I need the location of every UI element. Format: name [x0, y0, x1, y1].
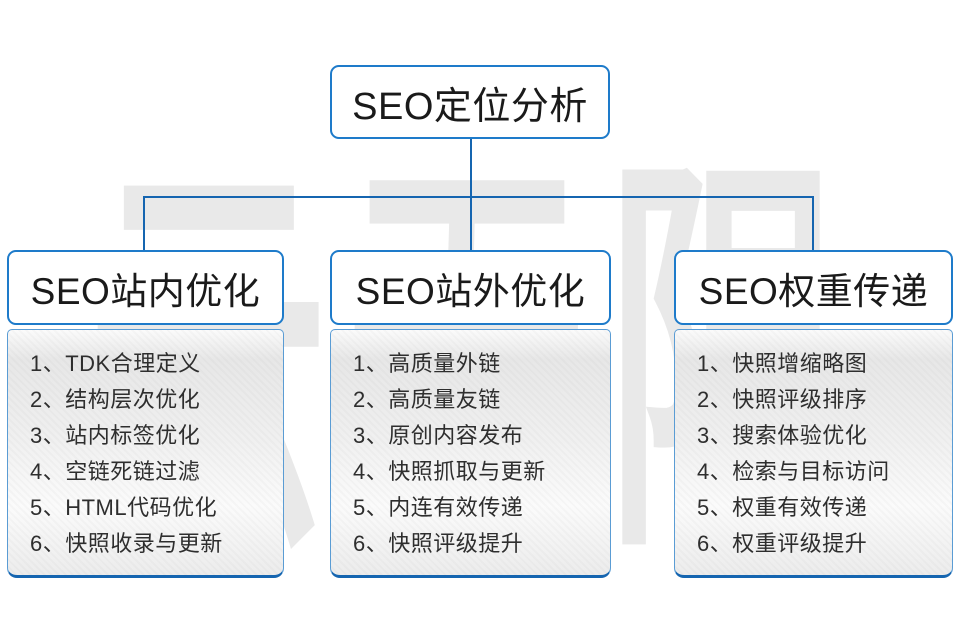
header-label: SEO站外优化	[355, 270, 586, 312]
list-item: 5、权重有效传递	[697, 495, 868, 520]
list-item: 2、结构层次优化	[30, 387, 201, 412]
list-item: 2、快照评级排序	[697, 387, 868, 412]
header-label: SEO权重传递	[698, 270, 929, 312]
connector-root-drop	[470, 139, 472, 197]
list-item: 5、HTML代码优化	[30, 495, 218, 520]
root-node-seo-positioning-analysis: SEO定位分析	[330, 65, 610, 139]
header-node-offsite-optimization: SEO站外优化	[330, 250, 611, 325]
list-item: 2、高质量友链	[353, 387, 501, 412]
panel-onsite-optimization: 1、TDK合理定义 2、结构层次优化 3、站内标签优化 4、空链死链过滤 5、H…	[7, 329, 284, 578]
header-label: SEO站内优化	[30, 270, 261, 312]
item-list: 1、快照增缩略图 2、快照评级排序 3、搜索体验优化 4、检索与目标访问 5、权…	[697, 346, 952, 562]
list-item: 6、快照评级提升	[353, 531, 524, 556]
list-item: 6、权重评级提升	[697, 531, 868, 556]
item-list: 1、高质量外链 2、高质量友链 3、原创内容发布 4、快照抓取与更新 5、内连有…	[353, 346, 610, 562]
connector-drop-left	[143, 196, 145, 252]
list-item: 5、内连有效传递	[353, 495, 524, 520]
list-item: 1、高质量外链	[353, 351, 501, 376]
list-item: 1、快照增缩略图	[697, 351, 868, 376]
panel-offsite-optimization: 1、高质量外链 2、高质量友链 3、原创内容发布 4、快照抓取与更新 5、内连有…	[330, 329, 611, 578]
connector-drop-middle	[470, 196, 472, 252]
list-item: 4、空链死链过滤	[30, 459, 201, 484]
list-item: 4、检索与目标访问	[697, 459, 890, 484]
list-item: 1、TDK合理定义	[30, 351, 201, 376]
list-item: 4、快照抓取与更新	[353, 459, 546, 484]
root-node-label: SEO定位分析	[352, 85, 588, 128]
connector-horizontal	[143, 196, 814, 198]
header-node-weight-transfer: SEO权重传递	[674, 250, 953, 325]
list-item: 3、原创内容发布	[353, 423, 524, 448]
header-node-onsite-optimization: SEO站内优化	[7, 250, 284, 325]
connector-drop-right	[812, 196, 814, 252]
list-item: 3、搜索体验优化	[697, 423, 868, 448]
list-item: 6、快照收录与更新	[30, 531, 223, 556]
item-list: 1、TDK合理定义 2、结构层次优化 3、站内标签优化 4、空链死链过滤 5、H…	[30, 346, 283, 562]
panel-weight-transfer: 1、快照增缩略图 2、快照评级排序 3、搜索体验优化 4、检索与目标访问 5、权…	[674, 329, 953, 578]
list-item: 3、站内标签优化	[30, 423, 201, 448]
